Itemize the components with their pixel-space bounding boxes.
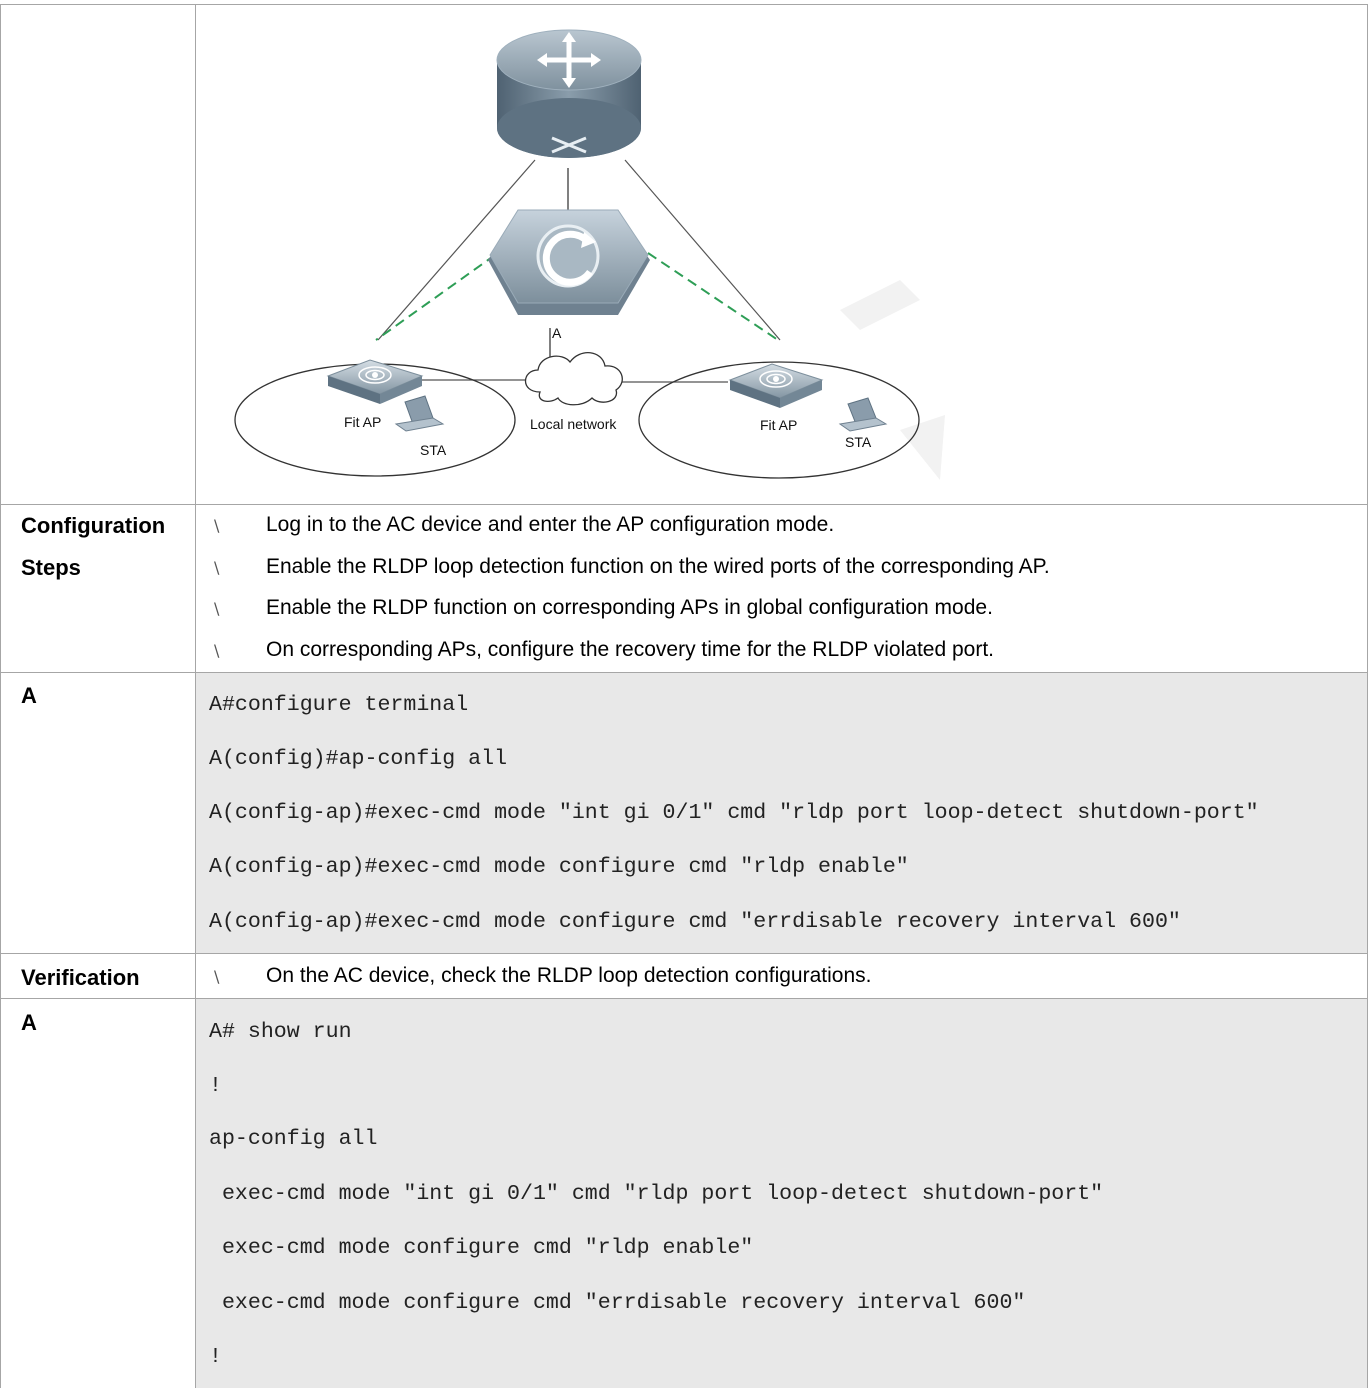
config-steps-label-line1: Configuration <box>21 513 166 538</box>
router-icon <box>496 29 642 158</box>
verify-code-background <box>196 999 1367 1388</box>
cloud-label: Local network <box>530 416 617 432</box>
bullet-mark-icon: \ <box>214 515 220 535</box>
verify-code-line: A# show run <box>209 1020 352 1044</box>
right-sta-label: STA <box>845 434 872 450</box>
config-step-text: Enable the RLDP function on correspondin… <box>266 596 993 619</box>
cloud-icon <box>524 352 623 406</box>
config-steps-label-line2: Steps <box>21 555 81 580</box>
bullet-mark-icon: \ <box>214 557 220 577</box>
verify-code-line: ap-config all <box>209 1127 378 1151</box>
switch-label: A <box>552 325 562 341</box>
column-divider <box>195 4 196 1388</box>
verify-code-line: exec-cmd mode "int gi 0/1" cmd "rldp por… <box>209 1182 1104 1206</box>
watermark-shape <box>900 415 945 480</box>
row-divider-4 <box>0 998 1368 999</box>
link-router-left-ap <box>377 159 536 341</box>
row-divider-3 <box>0 953 1368 954</box>
link-router-right-ap <box>624 159 781 341</box>
config-step-item: \ Enable the RLDP function on correspond… <box>214 595 993 621</box>
config-step-text: Log in to the AC device and enter the AP… <box>266 513 835 536</box>
left-sta-label: STA <box>420 442 447 458</box>
left-ap-label: Fit AP <box>344 414 381 430</box>
bullet-mark-icon: \ <box>214 598 220 618</box>
watermark-shape <box>840 280 920 330</box>
laptop-icon <box>838 397 888 432</box>
config-code-device-label: A <box>21 683 37 708</box>
verify-code-line: ! <box>209 1345 222 1369</box>
verify-code-device-label: A <box>21 1010 37 1035</box>
config-step-text: On corresponding APs, configure the reco… <box>266 638 994 661</box>
row-divider-1 <box>0 504 1368 505</box>
wireless-link-right <box>647 252 779 341</box>
verify-code-line: exec-cmd mode configure cmd "errdisable … <box>209 1291 1026 1315</box>
table-border-left <box>0 4 1 1388</box>
config-step-item: \ Log in to the AC device and enter the … <box>214 512 834 538</box>
wireless-link-left <box>375 254 496 341</box>
verification-item: \ On the AC device, check the RLDP loop … <box>214 963 871 989</box>
bullet-mark-icon: \ <box>214 640 220 660</box>
config-step-text: Enable the RLDP loop detection function … <box>266 555 1050 578</box>
verify-code-line: exec-cmd mode configure cmd "rldp enable… <box>209 1236 754 1260</box>
verification-label: Verification <box>21 965 140 990</box>
right-ap-label: Fit AP <box>760 417 797 433</box>
switch-icon <box>488 209 650 315</box>
verification-text: On the AC device, check the RLDP loop de… <box>266 964 872 987</box>
bullet-mark-icon: \ <box>214 966 220 986</box>
access-point-icon <box>326 359 424 404</box>
access-point-icon <box>728 363 824 408</box>
laptop-icon <box>394 395 445 432</box>
config-code-line: A(config-ap)#exec-cmd mode configure cmd… <box>209 910 1181 934</box>
config-code-line: A#configure terminal <box>209 693 469 717</box>
config-step-item: \ On corresponding APs, configure the re… <box>214 637 994 663</box>
row-divider-2 <box>0 672 1368 673</box>
config-code-line: A(config-ap)#exec-cmd mode "int gi 0/1" … <box>209 801 1259 825</box>
config-code-background <box>196 673 1367 953</box>
table-border-top <box>0 4 1368 5</box>
verify-code-line: ! <box>209 1074 222 1098</box>
coverage-ellipse-right <box>638 361 920 479</box>
config-code-line: A(config-ap)#exec-cmd mode configure cmd… <box>209 855 909 879</box>
config-step-item: \ Enable the RLDP loop detection functio… <box>214 554 1050 580</box>
network-topology-diagram: A Local network Fit AP STA <box>234 29 945 480</box>
config-code-line: A(config)#ap-config all <box>209 747 508 771</box>
